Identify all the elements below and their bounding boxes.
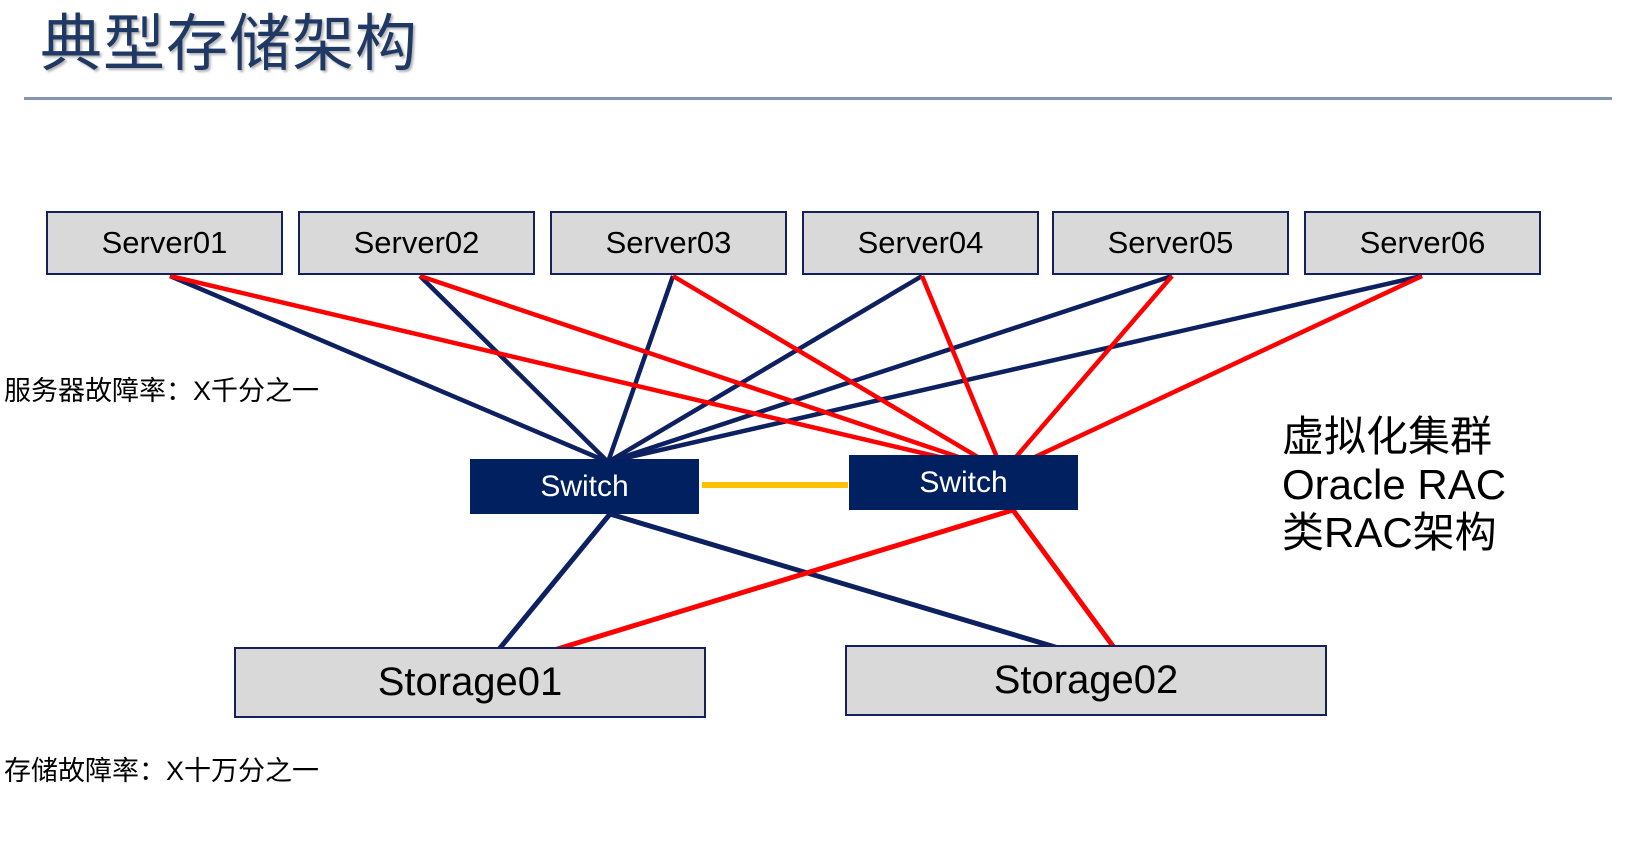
link-switch-left-to-storage02 [609, 511, 1133, 673]
link-server06-to-switch-right [1002, 273, 1423, 475]
cluster-note-line-3: 类RAC架构 [1282, 509, 1497, 556]
server-node-server02[interactable]: Server02 [298, 211, 535, 275]
server-node-server05[interactable]: Server05 [1052, 211, 1289, 275]
cluster-note-line-1: 虚拟化集群 [1282, 413, 1493, 460]
server-node-server01[interactable]: Server01 [46, 211, 283, 275]
link-server04-to-switch-left [606, 274, 924, 464]
title-divider [24, 97, 1612, 100]
link-server03-to-switch-right [671, 274, 1005, 474]
link-server01-to-switch-right [169, 273, 1004, 475]
page-title: 典型存储架构 [40, 10, 419, 79]
server-node-server06[interactable]: Server06 [1304, 211, 1541, 275]
switch-node-switch-right[interactable]: Switch [849, 455, 1078, 510]
link-server06-to-switch-left [607, 273, 1423, 465]
server-node-label: Server04 [857, 225, 984, 260]
link-server03-to-switch-left [605, 275, 676, 463]
link-server05-to-switch-left [607, 273, 1173, 465]
server-to-left-switch-links [169, 273, 1423, 465]
cluster-note-line-2: Oracle RAC [1282, 461, 1507, 508]
switch-node-label: Switch [919, 465, 1008, 499]
storage-node-label: Storage01 [377, 660, 563, 704]
switch-node-label: Switch [540, 469, 629, 503]
server-to-right-switch-links [169, 273, 1423, 475]
link-switch-right-to-storage01 [481, 507, 1014, 675]
storage-node-storage02[interactable]: Storage02 [845, 645, 1327, 716]
link-server01-to-switch-left [169, 273, 609, 465]
server-node-label: Server01 [101, 225, 228, 260]
link-server04-to-switch-right [919, 275, 1006, 473]
storage-node-label: Storage02 [993, 658, 1179, 702]
switch-node-switch-left[interactable]: Switch [470, 459, 699, 514]
link-switch-left-to-storage01 [480, 512, 612, 672]
server-node-server04[interactable]: Server04 [802, 211, 1039, 275]
server-node-server03[interactable]: Server03 [550, 211, 787, 275]
storage-failure-rate-note: 存储故障率：X十万分之一 [4, 756, 320, 786]
server-node-label: Server05 [1107, 225, 1234, 260]
storage-node-storage01[interactable]: Storage01 [234, 647, 706, 718]
link-server05-to-switch-right [1001, 274, 1174, 474]
link-server02-to-switch-left [418, 274, 610, 464]
switch-to-storage-links [480, 507, 1135, 675]
server-failure-rate-note: 服务器故障率：X千分之一 [4, 376, 320, 406]
server-node-label: Server02 [353, 225, 480, 260]
server-node-label: Server03 [605, 225, 732, 260]
server-node-label: Server06 [1359, 225, 1486, 260]
link-server02-to-switch-right [419, 273, 1004, 475]
